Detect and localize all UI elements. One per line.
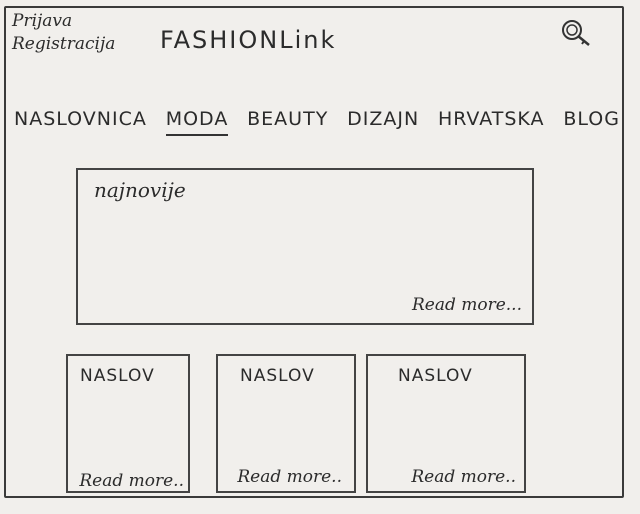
register-link[interactable]: Registracija xyxy=(12,33,116,54)
featured-article[interactable]: najnovije Read more... xyxy=(76,168,534,325)
login-link[interactable]: Prijava xyxy=(12,11,73,31)
article-card[interactable]: NASLOV Read more.. xyxy=(66,354,190,493)
nav-naslovnica[interactable]: NASLOVNICA xyxy=(14,108,147,130)
auth-links: Prijava Registracija xyxy=(12,10,115,56)
article-read-more-link[interactable]: Read more.. xyxy=(411,467,516,487)
nav-blog[interactable]: BLOG xyxy=(563,108,620,130)
article-card-title: NASLOV xyxy=(398,366,473,386)
article-read-more-link[interactable]: Read more.. xyxy=(79,471,184,491)
main-nav: NASLOVNICA MODA BEAUTY DIZAJN HRVATSKA B… xyxy=(14,108,620,136)
page-frame xyxy=(4,6,624,498)
article-card-title: NASLOV xyxy=(80,366,155,386)
site-logo[interactable]: FASHIONLink xyxy=(160,26,337,54)
nav-dizajn[interactable]: DIZAJN xyxy=(347,108,420,130)
nav-moda[interactable]: MODA xyxy=(165,108,229,136)
featured-read-more-link[interactable]: Read more... xyxy=(411,295,522,315)
article-card[interactable]: NASLOV Read more.. xyxy=(366,354,526,493)
featured-title: najnovije xyxy=(94,178,186,202)
nav-beauty[interactable]: BEAUTY xyxy=(247,108,329,130)
search-icon[interactable] xyxy=(560,18,590,46)
article-card[interactable]: NASLOV Read more.. xyxy=(216,354,356,493)
article-card-title: NASLOV xyxy=(240,366,315,386)
article-read-more-link[interactable]: Read more.. xyxy=(237,467,342,487)
nav-hrvatska[interactable]: HRVATSKA xyxy=(437,108,545,130)
